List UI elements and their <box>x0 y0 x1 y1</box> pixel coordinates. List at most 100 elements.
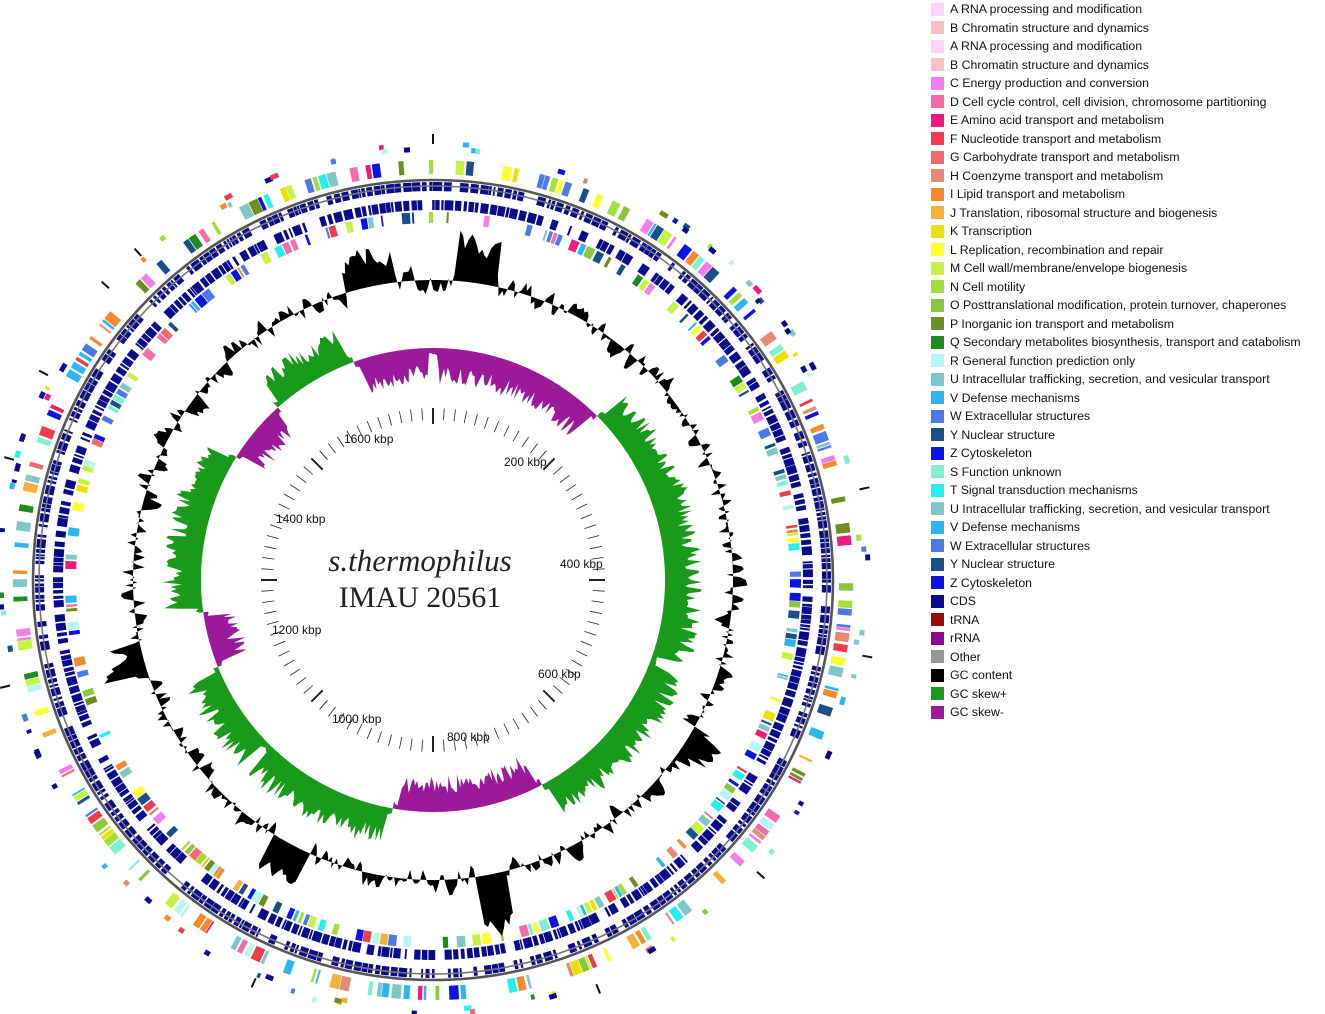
minor-tick <box>571 493 583 501</box>
cds-feature <box>466 947 474 959</box>
cog-feature <box>260 251 272 265</box>
cds-feature <box>798 517 809 525</box>
cog-feature <box>160 327 173 341</box>
legend-item: Z Cytoskeleton <box>931 574 1301 593</box>
cog-feature <box>227 201 233 208</box>
cog-feature <box>592 193 604 209</box>
legend-item: A RNA processing and modification <box>931 37 1301 56</box>
cog-feature <box>583 246 596 260</box>
cds-feature <box>68 464 81 475</box>
cog-feature <box>816 441 831 449</box>
legend-swatch <box>931 465 944 479</box>
cds-feature <box>135 810 148 822</box>
cog-feature <box>546 231 554 243</box>
cog-feature <box>548 992 558 1000</box>
cog-feature <box>712 870 727 885</box>
cog-feature <box>100 828 115 841</box>
legend-label: tRNA <box>950 612 980 627</box>
cog-feature <box>606 200 621 217</box>
cds-feature <box>63 666 75 673</box>
cds-feature <box>240 898 250 910</box>
cog-feature <box>587 953 598 969</box>
cog-feature <box>38 391 46 400</box>
cog-feature <box>263 193 274 209</box>
cog-feature <box>592 250 605 264</box>
cds-feature <box>71 457 83 465</box>
minor-tick <box>530 706 539 717</box>
legend-label: U Intracellular trafficking, secretion, … <box>950 372 1270 387</box>
minor-tick <box>565 668 577 676</box>
cds-feature <box>78 713 90 722</box>
minor-tick <box>463 736 467 749</box>
cog-feature <box>38 425 56 440</box>
cds-feature <box>797 639 808 647</box>
cds-feature <box>574 920 581 932</box>
cds-feature <box>53 599 64 608</box>
cds-feature <box>104 765 115 773</box>
minor-tick <box>576 650 588 657</box>
gc-skew-negative <box>392 757 542 812</box>
cog-feature <box>681 226 690 234</box>
cog-track-outer-forward <box>0 142 871 1014</box>
cds-feature <box>790 481 802 489</box>
legend-swatch <box>931 224 944 238</box>
cds-feature <box>710 818 724 832</box>
legend-swatch <box>931 150 944 164</box>
cog-feature <box>13 579 28 587</box>
cds-feature <box>649 877 660 889</box>
cds-feature <box>149 826 160 836</box>
cog-feature <box>128 859 140 871</box>
cog-feature <box>73 789 89 802</box>
cog-feature <box>779 490 791 498</box>
cds-feature <box>333 211 344 223</box>
cds-feature <box>75 704 87 713</box>
cog-feature <box>156 259 171 275</box>
cog-feature <box>774 473 787 482</box>
cds-feature <box>787 681 799 691</box>
cds-feature <box>801 614 812 620</box>
cog-feature <box>22 481 39 494</box>
cog-feature <box>17 639 33 651</box>
legend-item: Y Nuclear structure <box>931 426 1301 445</box>
cog-feature <box>812 430 829 445</box>
cds-feature <box>189 286 198 296</box>
cds-feature <box>393 947 401 959</box>
legend-label: M Cell wall/membrane/envelope biogenesis <box>950 261 1188 276</box>
cog-feature <box>687 322 697 332</box>
minor-tick <box>366 420 373 433</box>
cog-feature <box>14 450 22 459</box>
cog-feature <box>747 406 760 416</box>
cog-feature <box>834 631 850 643</box>
cog-feature <box>741 837 758 853</box>
cog-feature <box>734 382 746 392</box>
cds-feature <box>798 631 810 641</box>
cog-feature <box>617 206 631 222</box>
legend-label: B Chromatin structure and dynamics <box>950 20 1149 35</box>
cds-feature <box>334 937 343 949</box>
cog-feature <box>723 286 738 300</box>
cog-feature <box>28 461 44 470</box>
legend-item: GC content <box>931 666 1301 685</box>
legend-label: N Cell motility <box>950 279 1026 294</box>
kbp-scale-ticks <box>261 408 605 752</box>
cds-feature <box>679 854 688 863</box>
cog-feature <box>65 560 77 570</box>
cog-feature <box>583 901 593 914</box>
cog-feature <box>211 221 222 236</box>
cog-feature <box>236 939 248 954</box>
legend: A RNA processing and modification B Chrom… <box>931 0 1301 722</box>
minor-tick <box>512 718 520 730</box>
cds-feature <box>723 344 735 356</box>
cog-feature <box>787 775 802 784</box>
legend-label: rRNA <box>950 631 981 646</box>
minor-tick <box>283 659 295 667</box>
minor-tick <box>303 685 313 694</box>
cds-feature <box>666 865 675 875</box>
cog-feature <box>691 255 705 271</box>
cds-feature <box>81 719 93 728</box>
cds-feature <box>169 303 180 314</box>
cog-feature <box>781 651 794 661</box>
cog-feature <box>565 962 574 977</box>
cog-feature <box>804 411 819 420</box>
cds-feature <box>669 863 678 873</box>
